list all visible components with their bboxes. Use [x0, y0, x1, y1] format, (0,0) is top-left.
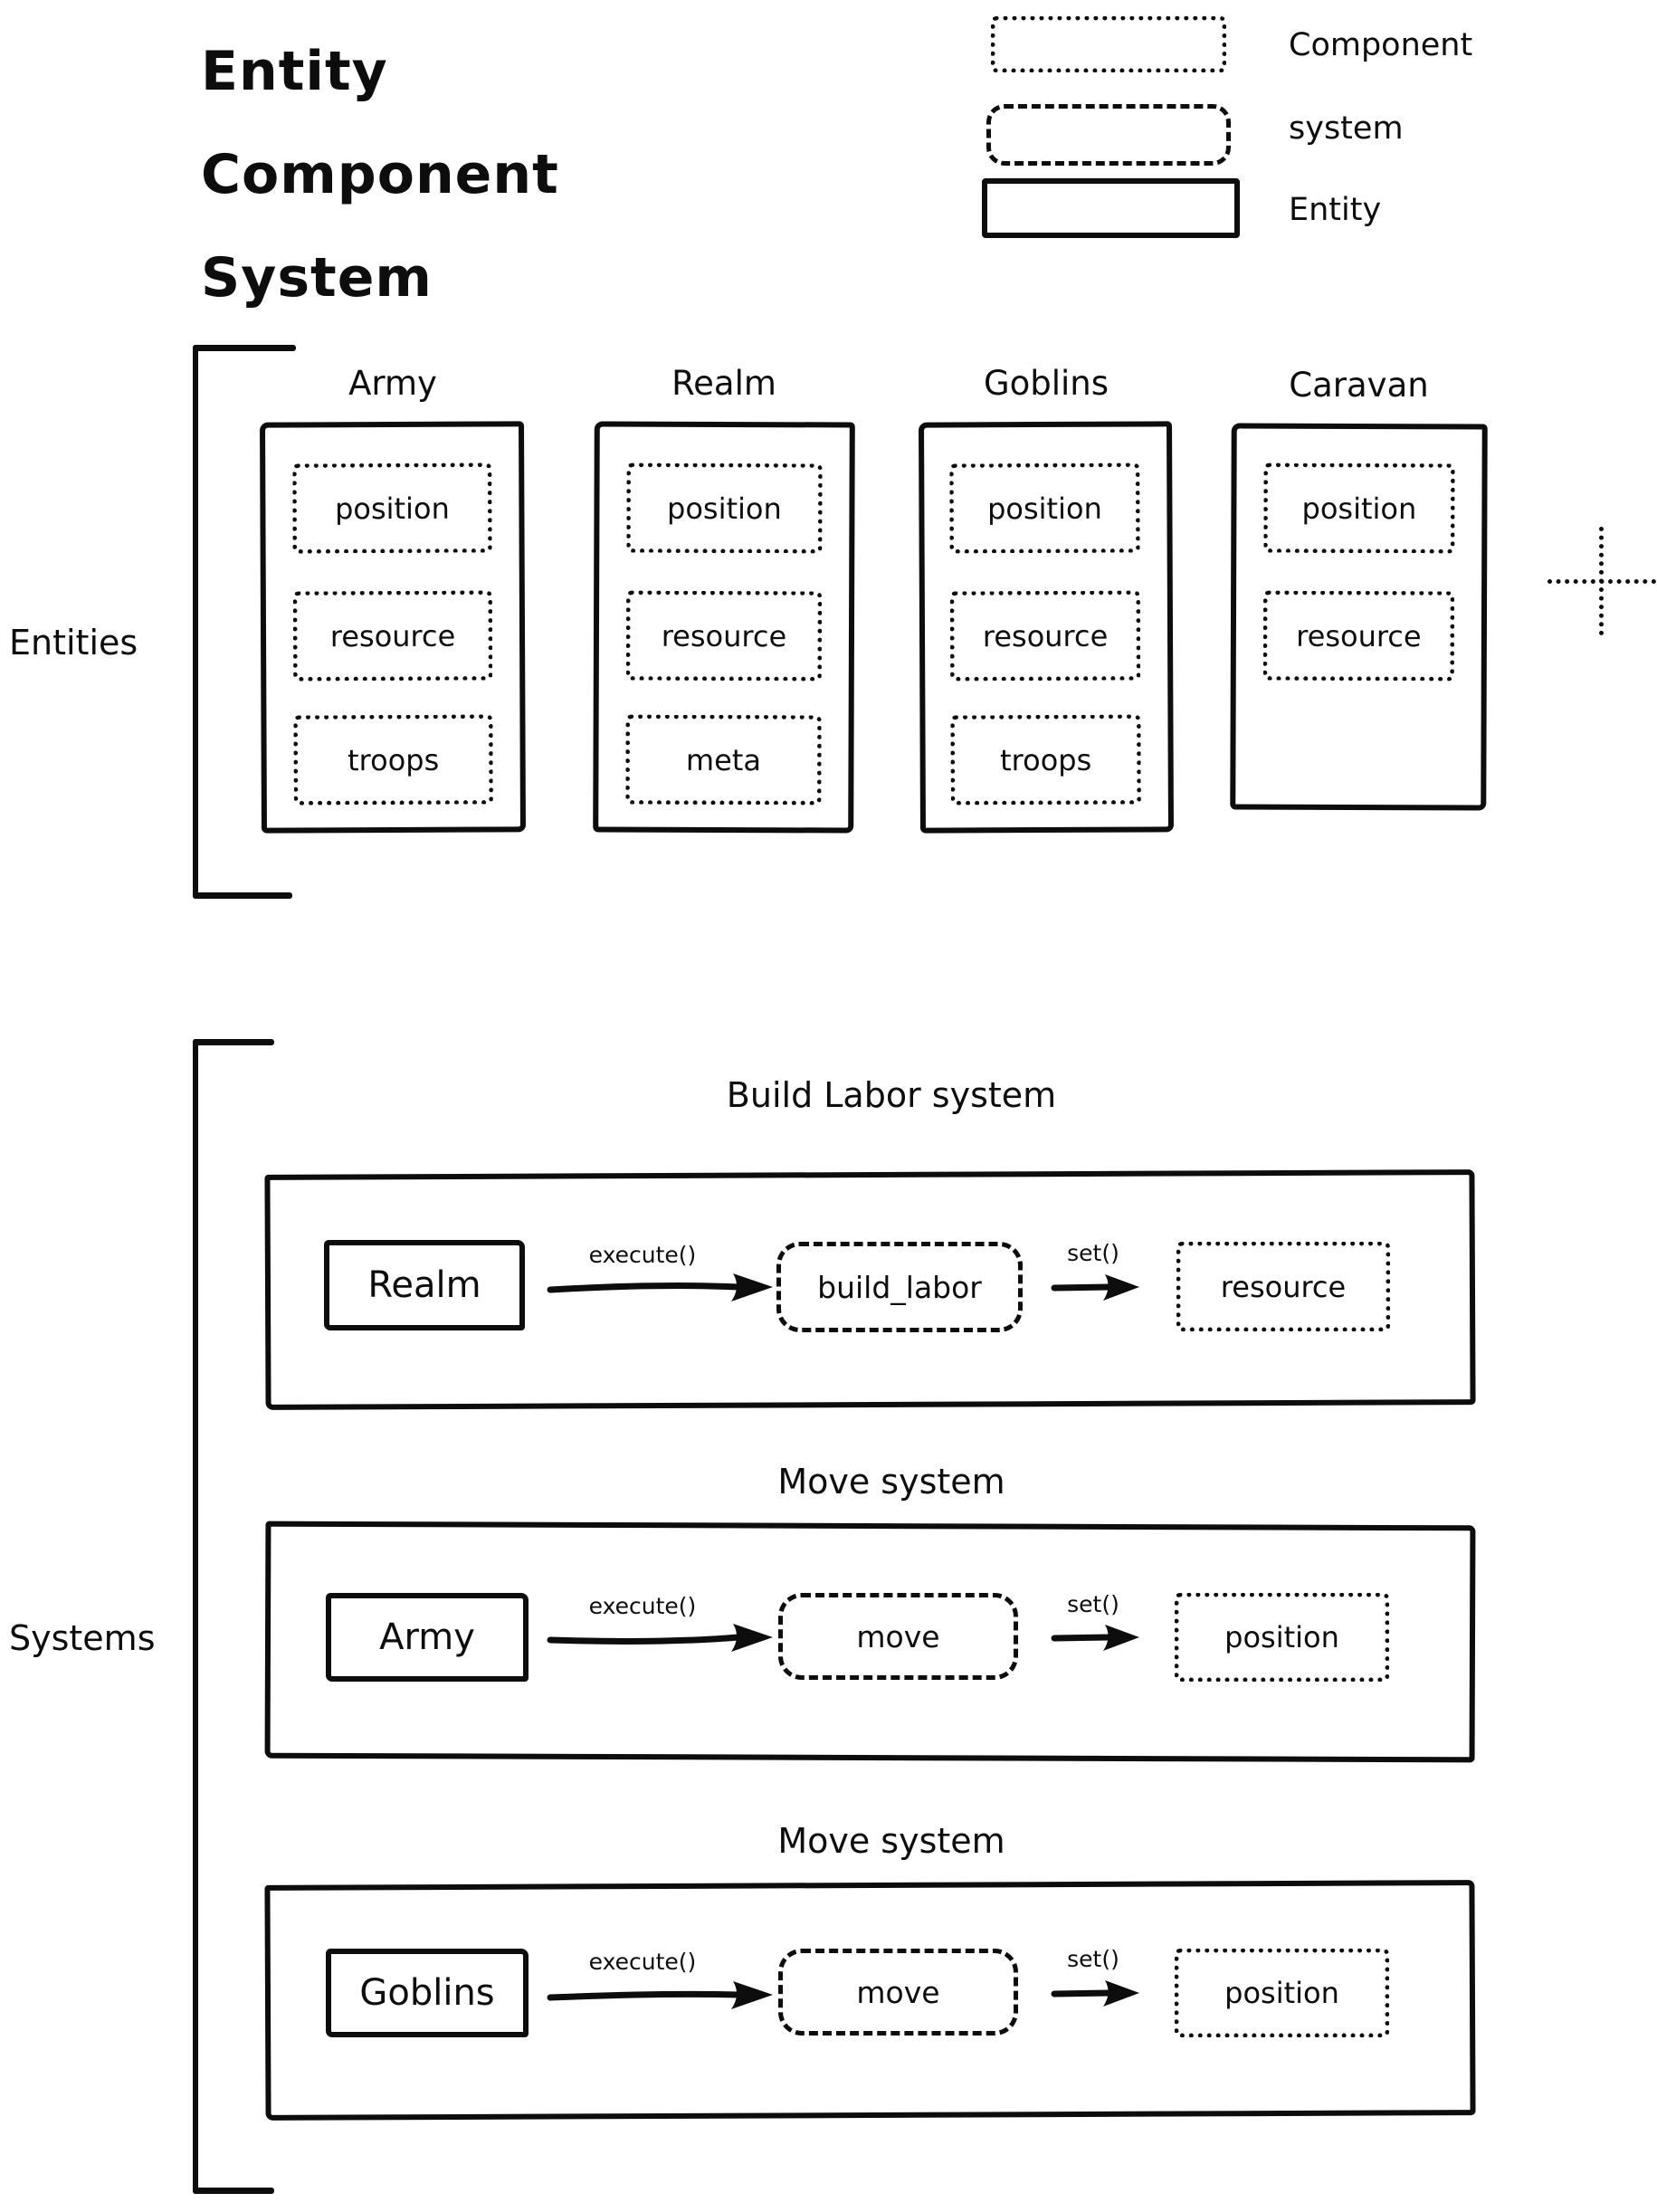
more-entities-plus-icon-vertical	[1599, 527, 1604, 635]
component-box: resource	[292, 590, 493, 682]
component-box: troops	[293, 714, 493, 806]
component-box: resource	[1262, 590, 1455, 682]
component-box: meta	[625, 714, 822, 806]
system-pill: move	[778, 1593, 1018, 1680]
systems-bracket-bottom-foot	[193, 2188, 274, 2194]
page-title-line-2: Component	[201, 143, 559, 206]
system-row-title: Move system	[777, 1462, 1005, 1502]
entities-bracket-line	[193, 345, 198, 899]
component-box: position	[949, 462, 1140, 554]
page-title-line-3: System	[201, 246, 433, 310]
legend-entity-swatch	[982, 178, 1240, 238]
entity-card-title-goblins: Goblins	[983, 364, 1109, 403]
system-row-entity-box: Goblins	[326, 1949, 529, 2037]
systems-section-label: Systems	[9, 1618, 156, 1658]
execute-arrow	[547, 1273, 773, 1301]
set-call-label: set()	[1067, 1591, 1119, 1617]
component-box: position	[626, 462, 823, 554]
execute-call-label: execute()	[588, 1949, 697, 1975]
system-row-entity-box: Realm	[324, 1240, 525, 1330]
system-pill: move	[778, 1949, 1018, 2036]
systems-bracket-top-foot	[193, 1039, 274, 1045]
legend-system-swatch	[986, 104, 1231, 166]
entities-bracket-top-foot	[193, 345, 296, 351]
set-arrow	[1051, 1980, 1139, 2007]
execute-call-label: execute()	[588, 1593, 697, 1619]
systems-bracket-line	[193, 1039, 198, 2194]
execute-arrow	[547, 1624, 773, 1652]
entity-card-title-realm: Realm	[671, 364, 776, 403]
component-box: position	[1263, 462, 1455, 554]
entity-card-title-army: Army	[348, 364, 437, 403]
entity-card-army: position resource troops	[260, 421, 526, 834]
set-call-label: set()	[1067, 1946, 1119, 1972]
system-row-entity-box: Army	[326, 1593, 529, 1682]
legend-entity-label: Entity	[1289, 192, 1382, 228]
component-box: position	[1175, 1949, 1389, 2037]
entity-card-caravan: position resource	[1230, 423, 1488, 811]
system-row-title: Move system	[777, 1821, 1005, 1861]
component-box: resource	[625, 590, 823, 682]
set-arrow	[1051, 1625, 1139, 1651]
component-box: position	[292, 462, 492, 554]
page-title-line-1: Entity	[201, 40, 388, 103]
entities-section-label: Entities	[9, 623, 138, 663]
set-call-label: set()	[1067, 1240, 1119, 1266]
entity-card-title-caravan: Caravan	[1289, 366, 1429, 405]
legend-system-label: system	[1289, 110, 1404, 147]
page-title: Entity Component System	[201, 20, 559, 329]
component-box: resource	[949, 590, 1141, 682]
entity-card-goblins: position resource troops	[919, 421, 1174, 834]
system-row-title: Build Labor system	[726, 1075, 1057, 1115]
set-arrow	[1051, 1274, 1139, 1301]
legend-component-swatch	[991, 16, 1226, 72]
component-box: resource	[1176, 1242, 1390, 1331]
entity-card-realm: position resource meta	[593, 421, 855, 834]
component-box: troops	[950, 714, 1141, 806]
system-pill: build_labor	[776, 1242, 1023, 1332]
execute-call-label: execute()	[588, 1242, 697, 1268]
legend-component-label: Component	[1289, 27, 1473, 63]
entities-bracket-bottom-foot	[193, 892, 292, 899]
execute-arrow	[547, 1981, 773, 2009]
component-box: position	[1175, 1593, 1389, 1682]
